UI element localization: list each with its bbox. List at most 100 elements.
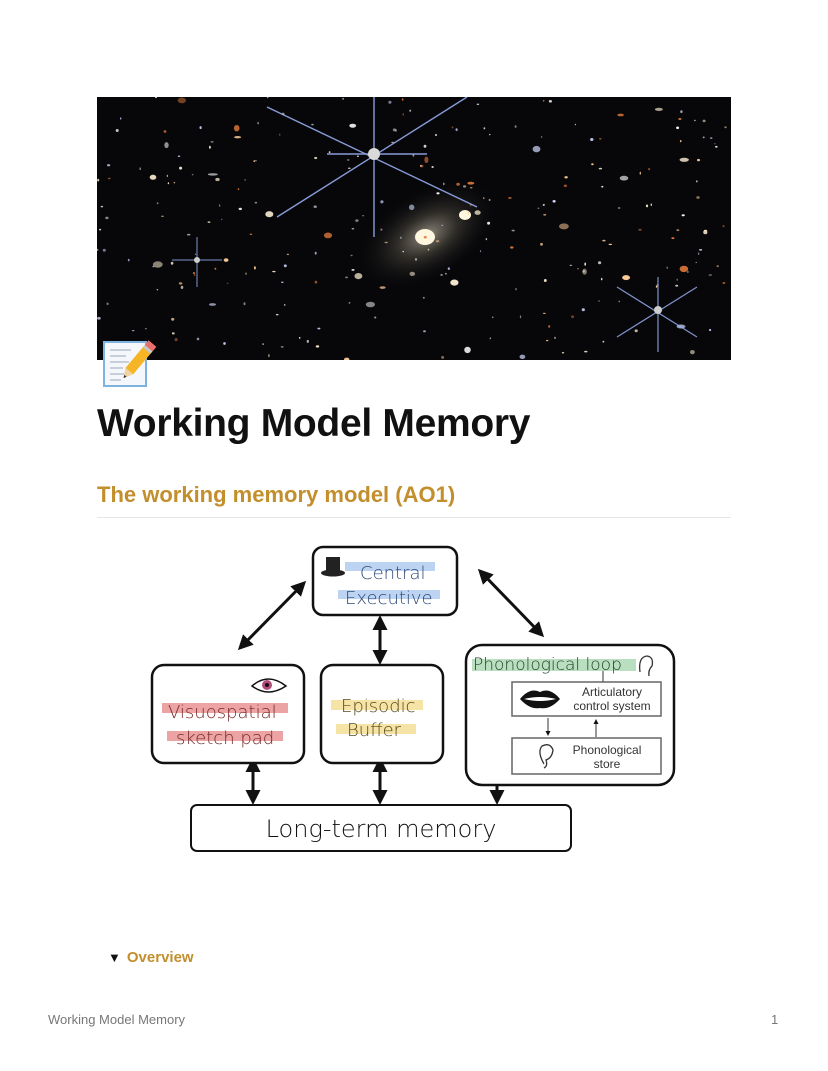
long-term-memory-box: Long-term memory bbox=[190, 804, 572, 852]
star bbox=[690, 350, 695, 355]
star bbox=[306, 339, 309, 343]
star bbox=[476, 103, 480, 105]
page-title: Working Model Memory bbox=[97, 402, 531, 445]
star bbox=[697, 252, 700, 255]
central-executive-line1: Central bbox=[360, 563, 426, 584]
star bbox=[598, 261, 602, 265]
star bbox=[154, 97, 158, 99]
star bbox=[487, 221, 491, 225]
visuospatial-line2: sketch pad bbox=[176, 728, 274, 749]
star bbox=[443, 182, 445, 186]
star bbox=[218, 204, 221, 207]
star bbox=[681, 214, 685, 217]
visuospatial-line1: Visuospatial bbox=[168, 702, 277, 723]
star bbox=[617, 207, 621, 209]
star bbox=[120, 117, 122, 120]
star bbox=[541, 135, 543, 138]
star bbox=[617, 113, 624, 117]
loop-arrows bbox=[545, 718, 599, 737]
star bbox=[431, 166, 434, 168]
central-executive-box: Central Executive bbox=[311, 545, 459, 617]
star bbox=[233, 125, 240, 132]
star bbox=[317, 327, 321, 330]
star bbox=[445, 272, 447, 275]
star bbox=[156, 202, 159, 205]
star bbox=[702, 119, 706, 123]
star bbox=[379, 286, 386, 289]
star bbox=[423, 330, 426, 333]
star bbox=[156, 289, 159, 291]
star bbox=[139, 167, 141, 171]
star bbox=[401, 98, 404, 101]
star bbox=[548, 100, 552, 103]
star bbox=[548, 325, 551, 328]
star bbox=[314, 280, 318, 284]
star bbox=[511, 229, 515, 232]
star bbox=[97, 248, 99, 251]
central-executive-line2: Executive bbox=[345, 588, 433, 609]
star bbox=[215, 177, 220, 182]
articulatory-line1: Articulatory bbox=[582, 685, 642, 699]
star bbox=[450, 279, 459, 286]
star bbox=[463, 185, 467, 188]
star bbox=[268, 354, 270, 358]
star bbox=[680, 110, 683, 113]
star bbox=[679, 265, 689, 273]
star bbox=[519, 315, 522, 319]
star bbox=[409, 109, 412, 112]
star bbox=[456, 182, 460, 186]
star bbox=[602, 239, 606, 242]
star bbox=[354, 273, 363, 280]
star bbox=[374, 316, 377, 319]
star bbox=[257, 121, 259, 125]
star bbox=[384, 241, 388, 244]
star bbox=[314, 251, 317, 255]
star bbox=[709, 328, 712, 332]
star bbox=[223, 258, 229, 262]
star bbox=[514, 125, 517, 128]
star bbox=[171, 332, 175, 335]
working-memory-diagram: Central Executive Visuospatial sketch pa… bbox=[140, 540, 680, 860]
star bbox=[245, 272, 247, 275]
memo-pencil-icon[interactable] bbox=[101, 334, 159, 392]
star bbox=[564, 176, 568, 179]
star bbox=[275, 314, 279, 316]
star bbox=[676, 229, 680, 232]
star bbox=[666, 266, 668, 269]
star bbox=[464, 346, 471, 354]
star bbox=[244, 179, 246, 181]
star bbox=[249, 233, 253, 236]
star bbox=[348, 302, 351, 304]
top-hat-icon bbox=[321, 557, 345, 577]
star bbox=[171, 317, 175, 321]
star bbox=[266, 97, 269, 99]
star bbox=[207, 221, 211, 223]
star bbox=[671, 237, 675, 240]
star bbox=[648, 168, 651, 171]
overview-toggle[interactable]: ▼ Overview bbox=[108, 949, 194, 966]
star bbox=[152, 265, 155, 268]
star bbox=[598, 300, 600, 302]
episodic-buffer-box: Episodic Buffer bbox=[319, 663, 445, 765]
eye-icon bbox=[250, 678, 288, 693]
star bbox=[474, 210, 481, 215]
star bbox=[400, 236, 402, 239]
star bbox=[199, 126, 202, 130]
toggle-label[interactable]: Overview bbox=[126, 949, 194, 966]
star bbox=[703, 230, 708, 235]
star bbox=[591, 163, 594, 166]
star bbox=[696, 196, 700, 199]
star bbox=[422, 296, 425, 299]
phonological-store-box: Phonological store bbox=[511, 737, 662, 775]
galaxy-field bbox=[97, 97, 731, 360]
star bbox=[722, 282, 726, 284]
star bbox=[262, 343, 264, 345]
triangle-down-icon[interactable]: ▼ bbox=[108, 950, 121, 965]
star bbox=[102, 248, 106, 252]
star bbox=[152, 261, 163, 268]
star bbox=[679, 157, 689, 162]
star bbox=[365, 301, 375, 308]
star bbox=[675, 284, 679, 287]
star bbox=[569, 264, 573, 266]
star bbox=[173, 181, 176, 184]
